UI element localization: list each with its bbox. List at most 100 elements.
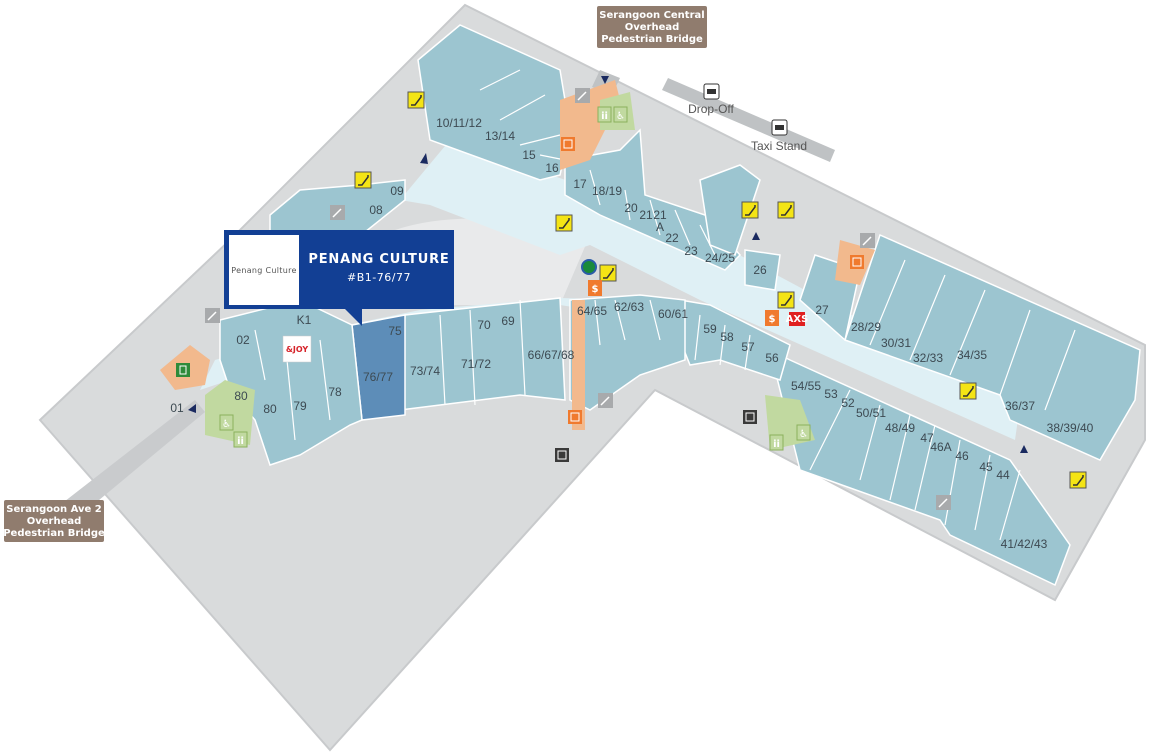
- drop-off-label: Drop-Off: [688, 102, 734, 116]
- unit-label: 75: [388, 324, 402, 338]
- joy-logo: &JOY: [282, 335, 312, 363]
- direction-arrows: [188, 76, 1028, 453]
- escalator-icon: [959, 382, 977, 400]
- unit-label: 46A: [930, 440, 951, 454]
- unit-block-west: [219, 299, 363, 466]
- stairs-icon: [936, 495, 951, 510]
- lift-icon: [555, 448, 569, 462]
- store-unit: #B1-76/77: [347, 271, 411, 284]
- store-callout[interactable]: Penang Culture PENANG CULTURE #B1-76/77: [224, 230, 454, 309]
- unit-label: 64/65: [577, 304, 607, 318]
- svg-text:$: $: [769, 314, 776, 325]
- unit-label: A: [656, 220, 664, 234]
- svg-text:Serangoon Ave 2: Serangoon Ave 2: [6, 504, 101, 515]
- escalator-icon: [741, 201, 759, 219]
- unit-label: 23: [684, 244, 698, 258]
- stairs-icon: [575, 88, 590, 103]
- unit-label: 58: [720, 330, 734, 344]
- escalator-icon: [407, 91, 425, 109]
- svg-text:♿: ♿: [616, 111, 625, 122]
- unit-label: 22: [665, 231, 679, 245]
- lift-icon: [850, 255, 864, 269]
- unit-label: 15: [522, 148, 536, 162]
- unit-label: 57: [741, 340, 755, 354]
- unit-label: 50/51: [856, 406, 886, 420]
- wheelchair-icon: ♿: [219, 414, 234, 431]
- unit-label: 17: [573, 177, 587, 191]
- unit-label: 34/35: [957, 348, 987, 362]
- transport: Drop-Off Taxi Stand: [688, 83, 807, 153]
- unit-label: K1: [297, 313, 312, 327]
- callout-pointer: [344, 308, 362, 326]
- stairs-icon: [330, 205, 345, 220]
- store-name: PENANG CULTURE: [308, 252, 450, 267]
- stairs-icon: [205, 308, 220, 323]
- unit-label: 78: [328, 385, 342, 399]
- unit-label: 30/31: [881, 336, 911, 350]
- unit-label: 59: [703, 322, 717, 336]
- axs-icon: AXS: [786, 312, 809, 326]
- unit-label: 52: [841, 396, 855, 410]
- unit-label: 80: [234, 389, 248, 403]
- escalator-icon: [777, 201, 795, 219]
- svg-text:ii: ii: [237, 436, 244, 447]
- exit-icon: [176, 363, 190, 377]
- unit-label: 70: [477, 318, 491, 332]
- escalator-icon: [1069, 471, 1087, 489]
- unit-label: 62/63: [614, 300, 644, 314]
- toilet-icon: ii: [233, 431, 248, 448]
- unit-label: 16: [545, 161, 559, 175]
- escalator-icon: [777, 291, 795, 309]
- svg-text:Serangoon Central: Serangoon Central: [599, 10, 704, 21]
- wheelchair-icon: ♿: [613, 106, 628, 123]
- unit-label: 46: [955, 449, 969, 463]
- unit-label: 13/14: [485, 129, 515, 143]
- unit-block-east: [844, 233, 1141, 461]
- unit-label: 27: [815, 303, 829, 317]
- unit-label: 21: [639, 208, 653, 222]
- unit-label: 10/11/12: [436, 116, 482, 130]
- unit-block-south-east: [768, 348, 1071, 587]
- svg-text:♿: ♿: [799, 429, 808, 440]
- lift-icon: [561, 137, 575, 151]
- recycle-icon: [581, 259, 597, 275]
- store-logo: Penang Culture: [229, 235, 299, 305]
- bridge-sign-west: Serangoon Ave 2 Overhead Pedestrian Brid…: [3, 500, 105, 542]
- svg-text:AXS: AXS: [786, 314, 809, 325]
- unit-label: 24/25: [705, 251, 735, 265]
- unit-label: 20: [624, 201, 638, 215]
- wheelchair-icon: ♿: [796, 424, 811, 441]
- lift-icon: [568, 410, 582, 424]
- toilet-icon: ii: [769, 434, 784, 451]
- toilet-icon: ii: [597, 106, 612, 123]
- unit-label: 08: [369, 203, 383, 217]
- unit-label: 38/39/40: [1047, 421, 1094, 435]
- unit-label: 44: [996, 468, 1010, 482]
- unit-label: 60/61: [658, 307, 688, 321]
- svg-text:$: $: [592, 284, 599, 295]
- unit-label: 76/77: [363, 370, 393, 384]
- svg-text:Overhead: Overhead: [625, 22, 680, 33]
- svg-text:Overhead: Overhead: [27, 516, 82, 527]
- svg-text:ii: ii: [773, 439, 780, 450]
- unit-label: 45: [979, 460, 993, 474]
- svg-text:♿: ♿: [222, 419, 231, 430]
- shop-units: [219, 24, 1141, 587]
- unit-labels: 01 02 K1 80 80 79 78 76/77 75 73/74 70 6…: [170, 116, 1093, 551]
- stairs-icon: [860, 233, 875, 248]
- unit-label: 47: [920, 431, 934, 445]
- unit-label: 80: [263, 402, 277, 416]
- lift-icon: [743, 410, 757, 424]
- taxi-stand-label: Taxi Stand: [751, 139, 807, 153]
- unit-label: 71/72: [461, 357, 491, 371]
- bridge-sign-north: Serangoon Central Overhead Pedestrian Br…: [597, 6, 707, 48]
- unit-label: 36/37: [1005, 399, 1035, 413]
- unit-label: 79: [293, 399, 307, 413]
- amenities: ii ♿ ii ♿ ♿ ii $ $ AXS: [176, 88, 951, 510]
- stairs-icon: [598, 393, 613, 408]
- svg-text:&JOY: &JOY: [286, 345, 308, 354]
- unit-label: 01: [170, 401, 184, 415]
- unit-label: 41/42/43: [1001, 537, 1048, 551]
- unit-label: 32/33: [913, 351, 943, 365]
